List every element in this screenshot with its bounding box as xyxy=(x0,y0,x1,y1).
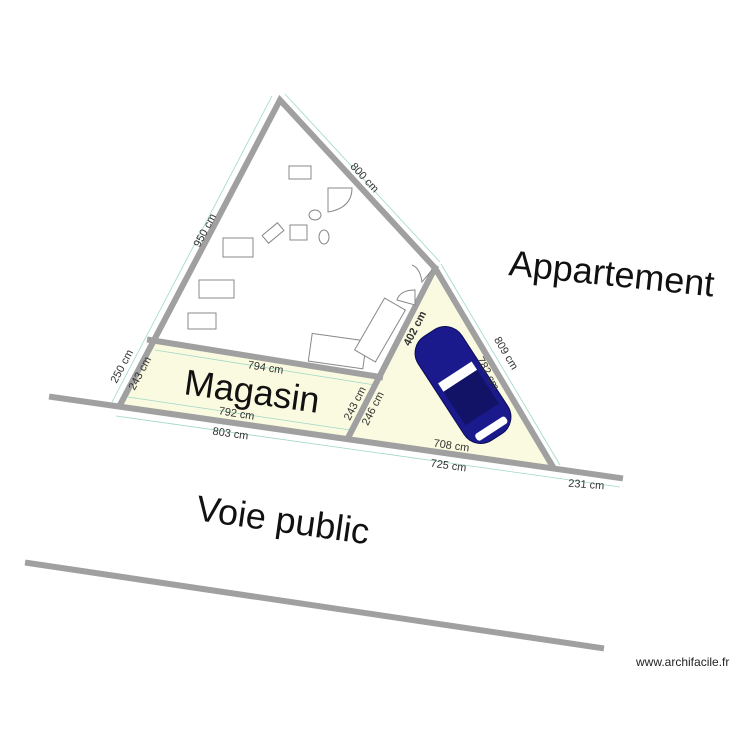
dim-far-right: 231 cm xyxy=(568,478,605,492)
sink-icon xyxy=(288,165,312,180)
car-icon[interactable] xyxy=(407,319,518,451)
dim-magasin-bottom: 792 cm xyxy=(218,405,256,422)
label-appartement: Appartement xyxy=(507,242,716,304)
watermark: www.archifacile.fr xyxy=(636,655,730,669)
toilet-icon xyxy=(318,229,330,245)
label-voie-public: Voie public xyxy=(194,487,372,552)
dim-bottom-right: 725 cm xyxy=(430,458,467,475)
door-swing-icon xyxy=(411,264,433,284)
bench-icon xyxy=(261,222,285,244)
dim-garage-bottom: 708 cm xyxy=(433,438,470,455)
stairs-icon xyxy=(307,297,407,370)
door-swing-icon xyxy=(396,289,416,306)
shower-icon xyxy=(327,187,353,213)
dim-bottom-left: 803 cm xyxy=(212,426,249,443)
table-icon xyxy=(222,237,254,258)
desk-icon xyxy=(198,279,235,299)
washbasin-icon xyxy=(308,209,322,221)
walls xyxy=(24,94,624,652)
stove-icon xyxy=(289,224,308,241)
kitchen-sink-icon xyxy=(187,312,217,330)
furniture xyxy=(187,165,433,370)
dim-magasin-top: 794 cm xyxy=(247,359,285,376)
